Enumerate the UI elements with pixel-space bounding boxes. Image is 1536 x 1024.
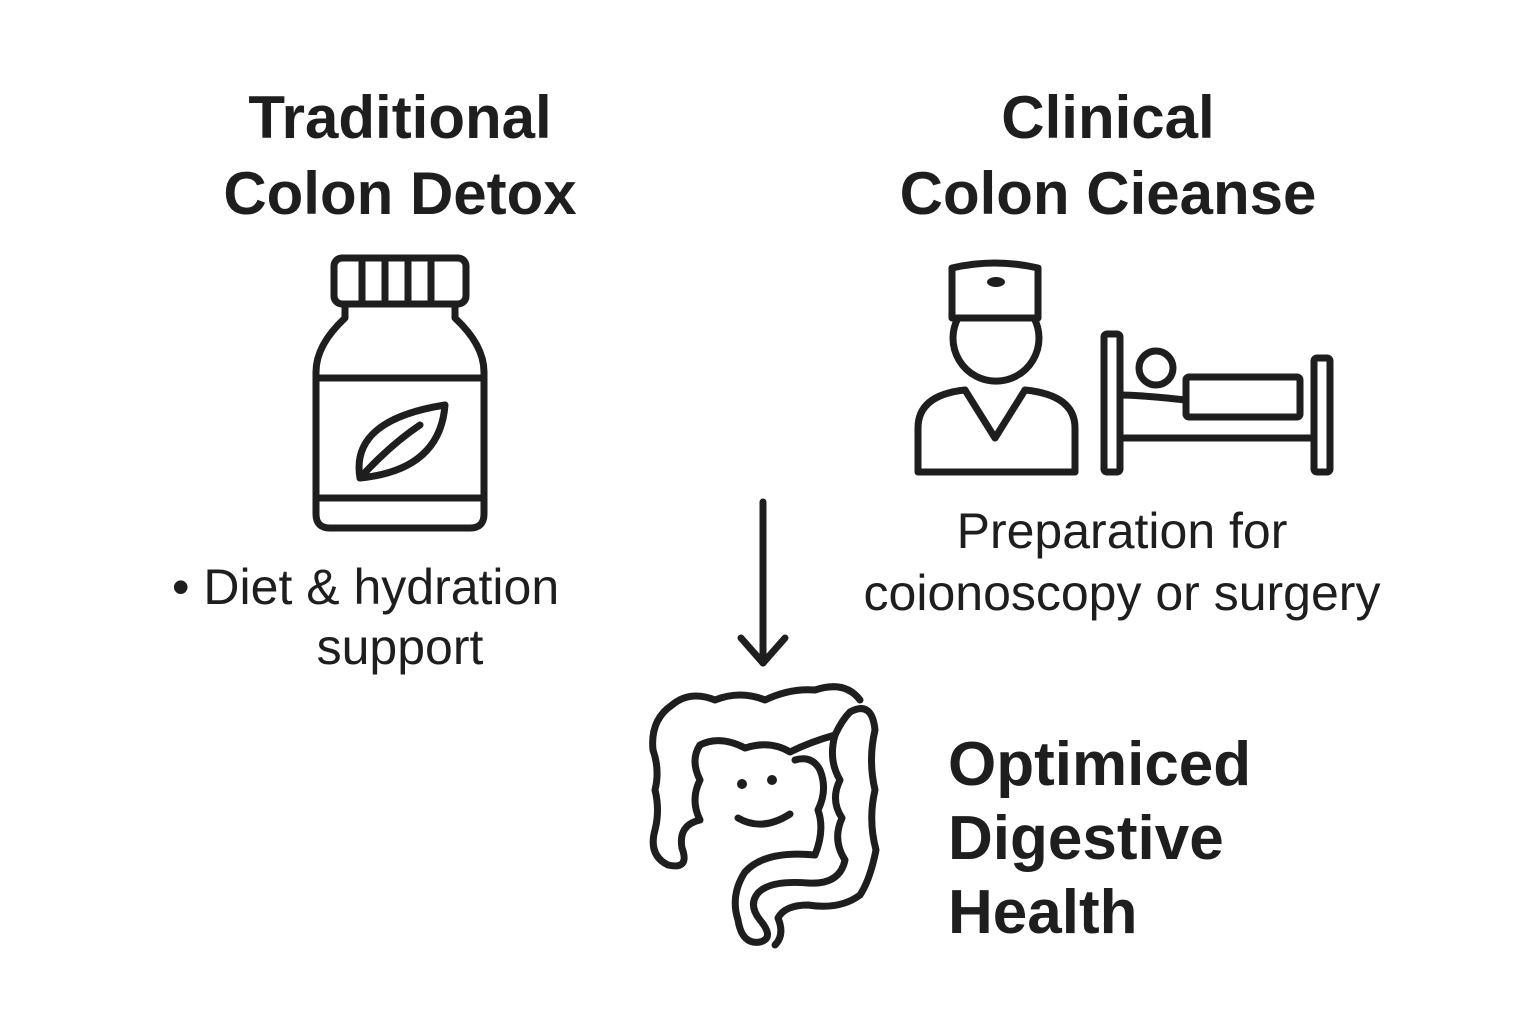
outcome-line1: Optimiced <box>948 730 1252 799</box>
right-desc-line1: Preparation for <box>956 503 1288 559</box>
happy-colon-icon <box>649 683 880 949</box>
outcome-line2: Digestive <box>948 804 1224 873</box>
right-desc-line2: coionoscopy or surgery <box>863 565 1381 621</box>
left-title-line1: Traditional <box>248 84 552 151</box>
right-title-line1: Clinical <box>1001 84 1215 151</box>
down-arrow-icon <box>737 498 789 667</box>
bullet-item: • Diet & hydration <box>172 562 559 612</box>
nurse-and-patient-bed-icon <box>914 259 1334 476</box>
right-title-line2: Colon Cieanse <box>899 160 1317 227</box>
outcome-line3: Health <box>948 878 1138 947</box>
left-desc-line1: Diet & hydration <box>203 559 560 615</box>
supplement-bottle-leaf-icon <box>312 254 488 532</box>
bullet-marker: • <box>172 559 190 615</box>
left-title-line2: Colon Detox <box>223 160 577 227</box>
left-desc-line2: support <box>316 619 484 675</box>
